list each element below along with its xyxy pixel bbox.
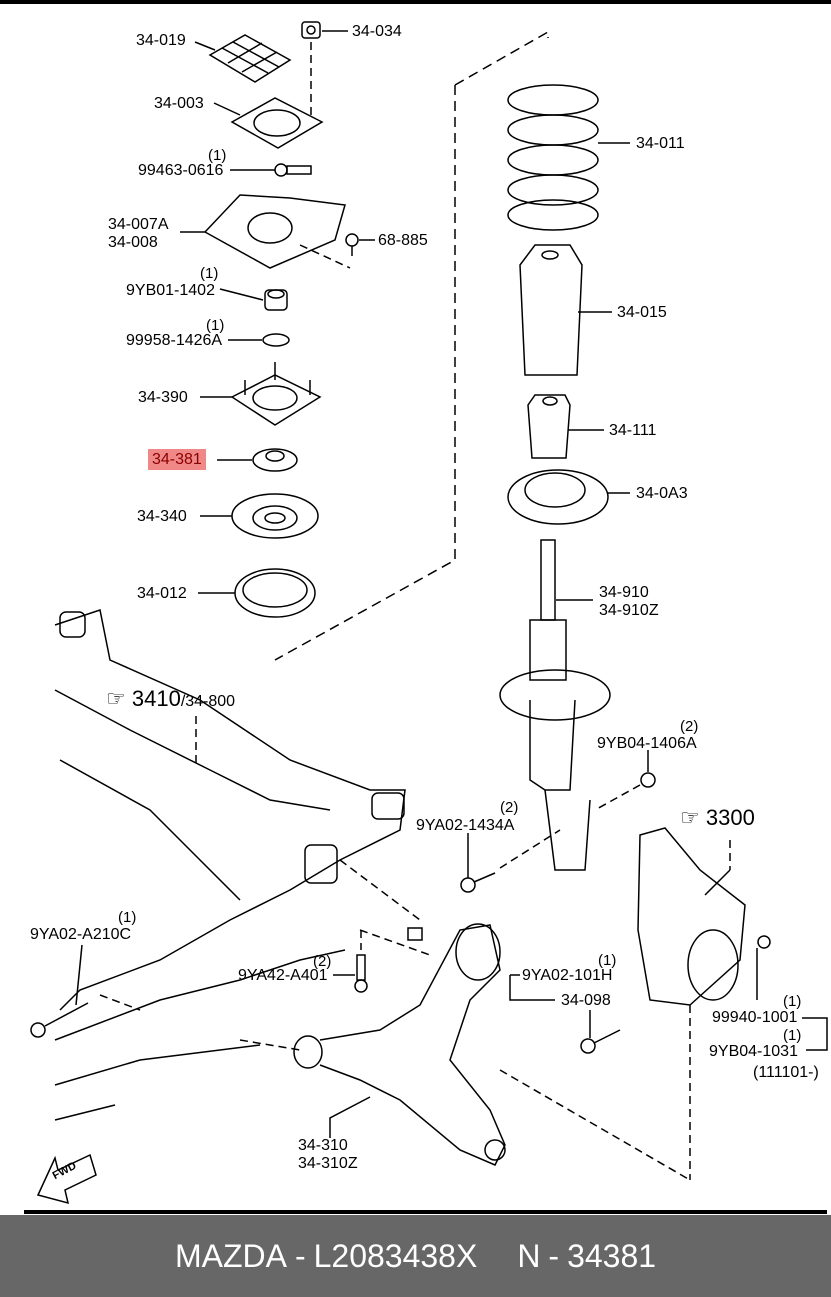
label-34-007A[interactable]: 34-007A xyxy=(108,216,169,233)
label-68-885[interactable]: 68-885 xyxy=(378,232,428,249)
part-34-098-bolt xyxy=(580,1029,621,1054)
label-34-390[interactable]: 34-390 xyxy=(138,389,188,406)
qty-9YA02-101H: (1) xyxy=(598,952,617,969)
footer-n-value: 34381 xyxy=(567,1237,657,1274)
label-9YB04-1031[interactable]: 9YB04-1031 xyxy=(709,1043,798,1060)
ref-3410[interactable]: ☞ 3410/34-800 xyxy=(106,686,235,712)
label-34-011[interactable]: 34-011 xyxy=(636,135,685,152)
label-9YB04-1406A[interactable]: 9YB04-1406A xyxy=(597,735,697,752)
part-34-910 xyxy=(499,539,611,871)
qty-99463-0616: (1) xyxy=(208,147,227,164)
part-34-015 xyxy=(519,244,583,376)
label-34-310Z[interactable]: 34-310Z xyxy=(298,1155,358,1172)
part-9YA02-1434A xyxy=(460,872,496,893)
label-date-range: (111101-) xyxy=(753,1064,819,1081)
part-34-019 xyxy=(208,34,292,83)
part-34-0A3 xyxy=(507,469,609,525)
pointing-hand-icon: ☞ xyxy=(680,805,700,830)
footer-n-label: N xyxy=(517,1237,541,1274)
parts-diagram: 34-019 34-034 34-003 (1) 99463-0616 34-0… xyxy=(0,0,831,1214)
label-99463-0616[interactable]: 99463-0616 xyxy=(138,162,224,179)
part-68-885 xyxy=(345,233,359,256)
part-34-007A xyxy=(203,194,346,269)
footer-part-number: L2083438X xyxy=(313,1237,478,1274)
part-34-381 xyxy=(252,448,298,472)
ref-3410-main: 3410 xyxy=(131,686,181,711)
pointing-hand-icon: ☞ xyxy=(106,686,126,711)
part-34-390 xyxy=(230,362,322,426)
part-9YB04-1406A xyxy=(640,772,656,788)
label-34-003[interactable]: 34-003 xyxy=(154,95,204,112)
label-99940-1001[interactable]: 99940-1001 xyxy=(712,1009,798,1026)
part-99463-0616 xyxy=(274,163,312,177)
label-34-012[interactable]: 34-012 xyxy=(137,585,187,602)
label-34-034[interactable]: 34-034 xyxy=(352,23,402,40)
label-34-015[interactable]: 34-015 xyxy=(617,304,667,321)
qty-9YA42-A401: (2) xyxy=(313,953,332,970)
label-34-340[interactable]: 34-340 xyxy=(137,508,187,525)
qty-9YB01-1402: (1) xyxy=(200,265,219,282)
part-34-340 xyxy=(231,493,319,539)
label-34-910[interactable]: 34-910 xyxy=(599,584,649,601)
label-9YA02-A210C[interactable]: 9YA02-A210C xyxy=(30,926,132,943)
assembly-frame xyxy=(274,30,549,661)
part-34-012 xyxy=(234,568,316,618)
qty-9YB04-1031: (1) xyxy=(783,1027,802,1044)
part-9YB01-1402 xyxy=(264,289,288,311)
label-9YB01-1402[interactable]: 9YB01-1402 xyxy=(126,282,215,299)
label-34-381-highlighted[interactable]: 34-381 xyxy=(148,449,206,470)
part-34-003 xyxy=(230,97,324,149)
qty-99958-1426A: (1) xyxy=(206,317,225,334)
ref-3300[interactable]: ☞ 3300 xyxy=(680,805,755,831)
part-9YA02-A210C xyxy=(30,1002,89,1038)
footer-bar: MAZDA - L2083438X N - 34381 xyxy=(0,1215,831,1297)
ref-3410-sub: /34-800 xyxy=(180,693,236,710)
part-9YA42-A401 xyxy=(354,954,368,993)
label-34-0A3[interactable]: 34-0A3 xyxy=(636,485,688,502)
top-border xyxy=(0,0,831,4)
footer-brand: MAZDA xyxy=(174,1237,287,1274)
bottom-rule xyxy=(24,1210,827,1214)
label-34-111[interactable]: 34-111 xyxy=(609,422,657,439)
label-9YA02-101H[interactable]: 9YA02-101H xyxy=(522,967,613,984)
part-knuckle-3300 xyxy=(637,827,746,1006)
label-99958-1426A[interactable]: 99958-1426A xyxy=(126,332,223,349)
part-subframe-3410 xyxy=(54,609,406,1121)
label-9YA42-A401[interactable]: 9YA42-A401 xyxy=(238,967,328,984)
label-9YA02-1434A[interactable]: 9YA02-1434A xyxy=(416,817,515,834)
qty-9YA02-1434A: (2) xyxy=(500,799,519,816)
part-34-111 xyxy=(527,394,571,459)
part-99940-1001 xyxy=(757,935,771,949)
part-99958-1426A xyxy=(262,333,290,347)
label-34-019[interactable]: 34-019 xyxy=(136,32,186,49)
diagram-drawing xyxy=(30,21,828,1205)
footer-sep: - xyxy=(294,1237,306,1274)
qty-9YA02-A210C: (1) xyxy=(118,909,137,926)
qty-9YB04-1406A: (2) xyxy=(680,718,699,735)
label-34-098[interactable]: 34-098 xyxy=(561,992,611,1009)
label-34-310[interactable]: 34-310 xyxy=(298,1137,348,1154)
label-34-008[interactable]: 34-008 xyxy=(108,234,158,251)
footer-sep: - xyxy=(548,1237,560,1274)
label-34-910Z[interactable]: 34-910Z xyxy=(599,602,659,619)
part-34-011 xyxy=(507,84,599,231)
qty-99940-1001: (1) xyxy=(783,993,802,1010)
fwd-arrow-icon xyxy=(36,1153,97,1205)
ref-3300-main: 3300 xyxy=(705,805,755,830)
part-34-310 xyxy=(293,923,506,1166)
part-34-034 xyxy=(301,21,321,39)
